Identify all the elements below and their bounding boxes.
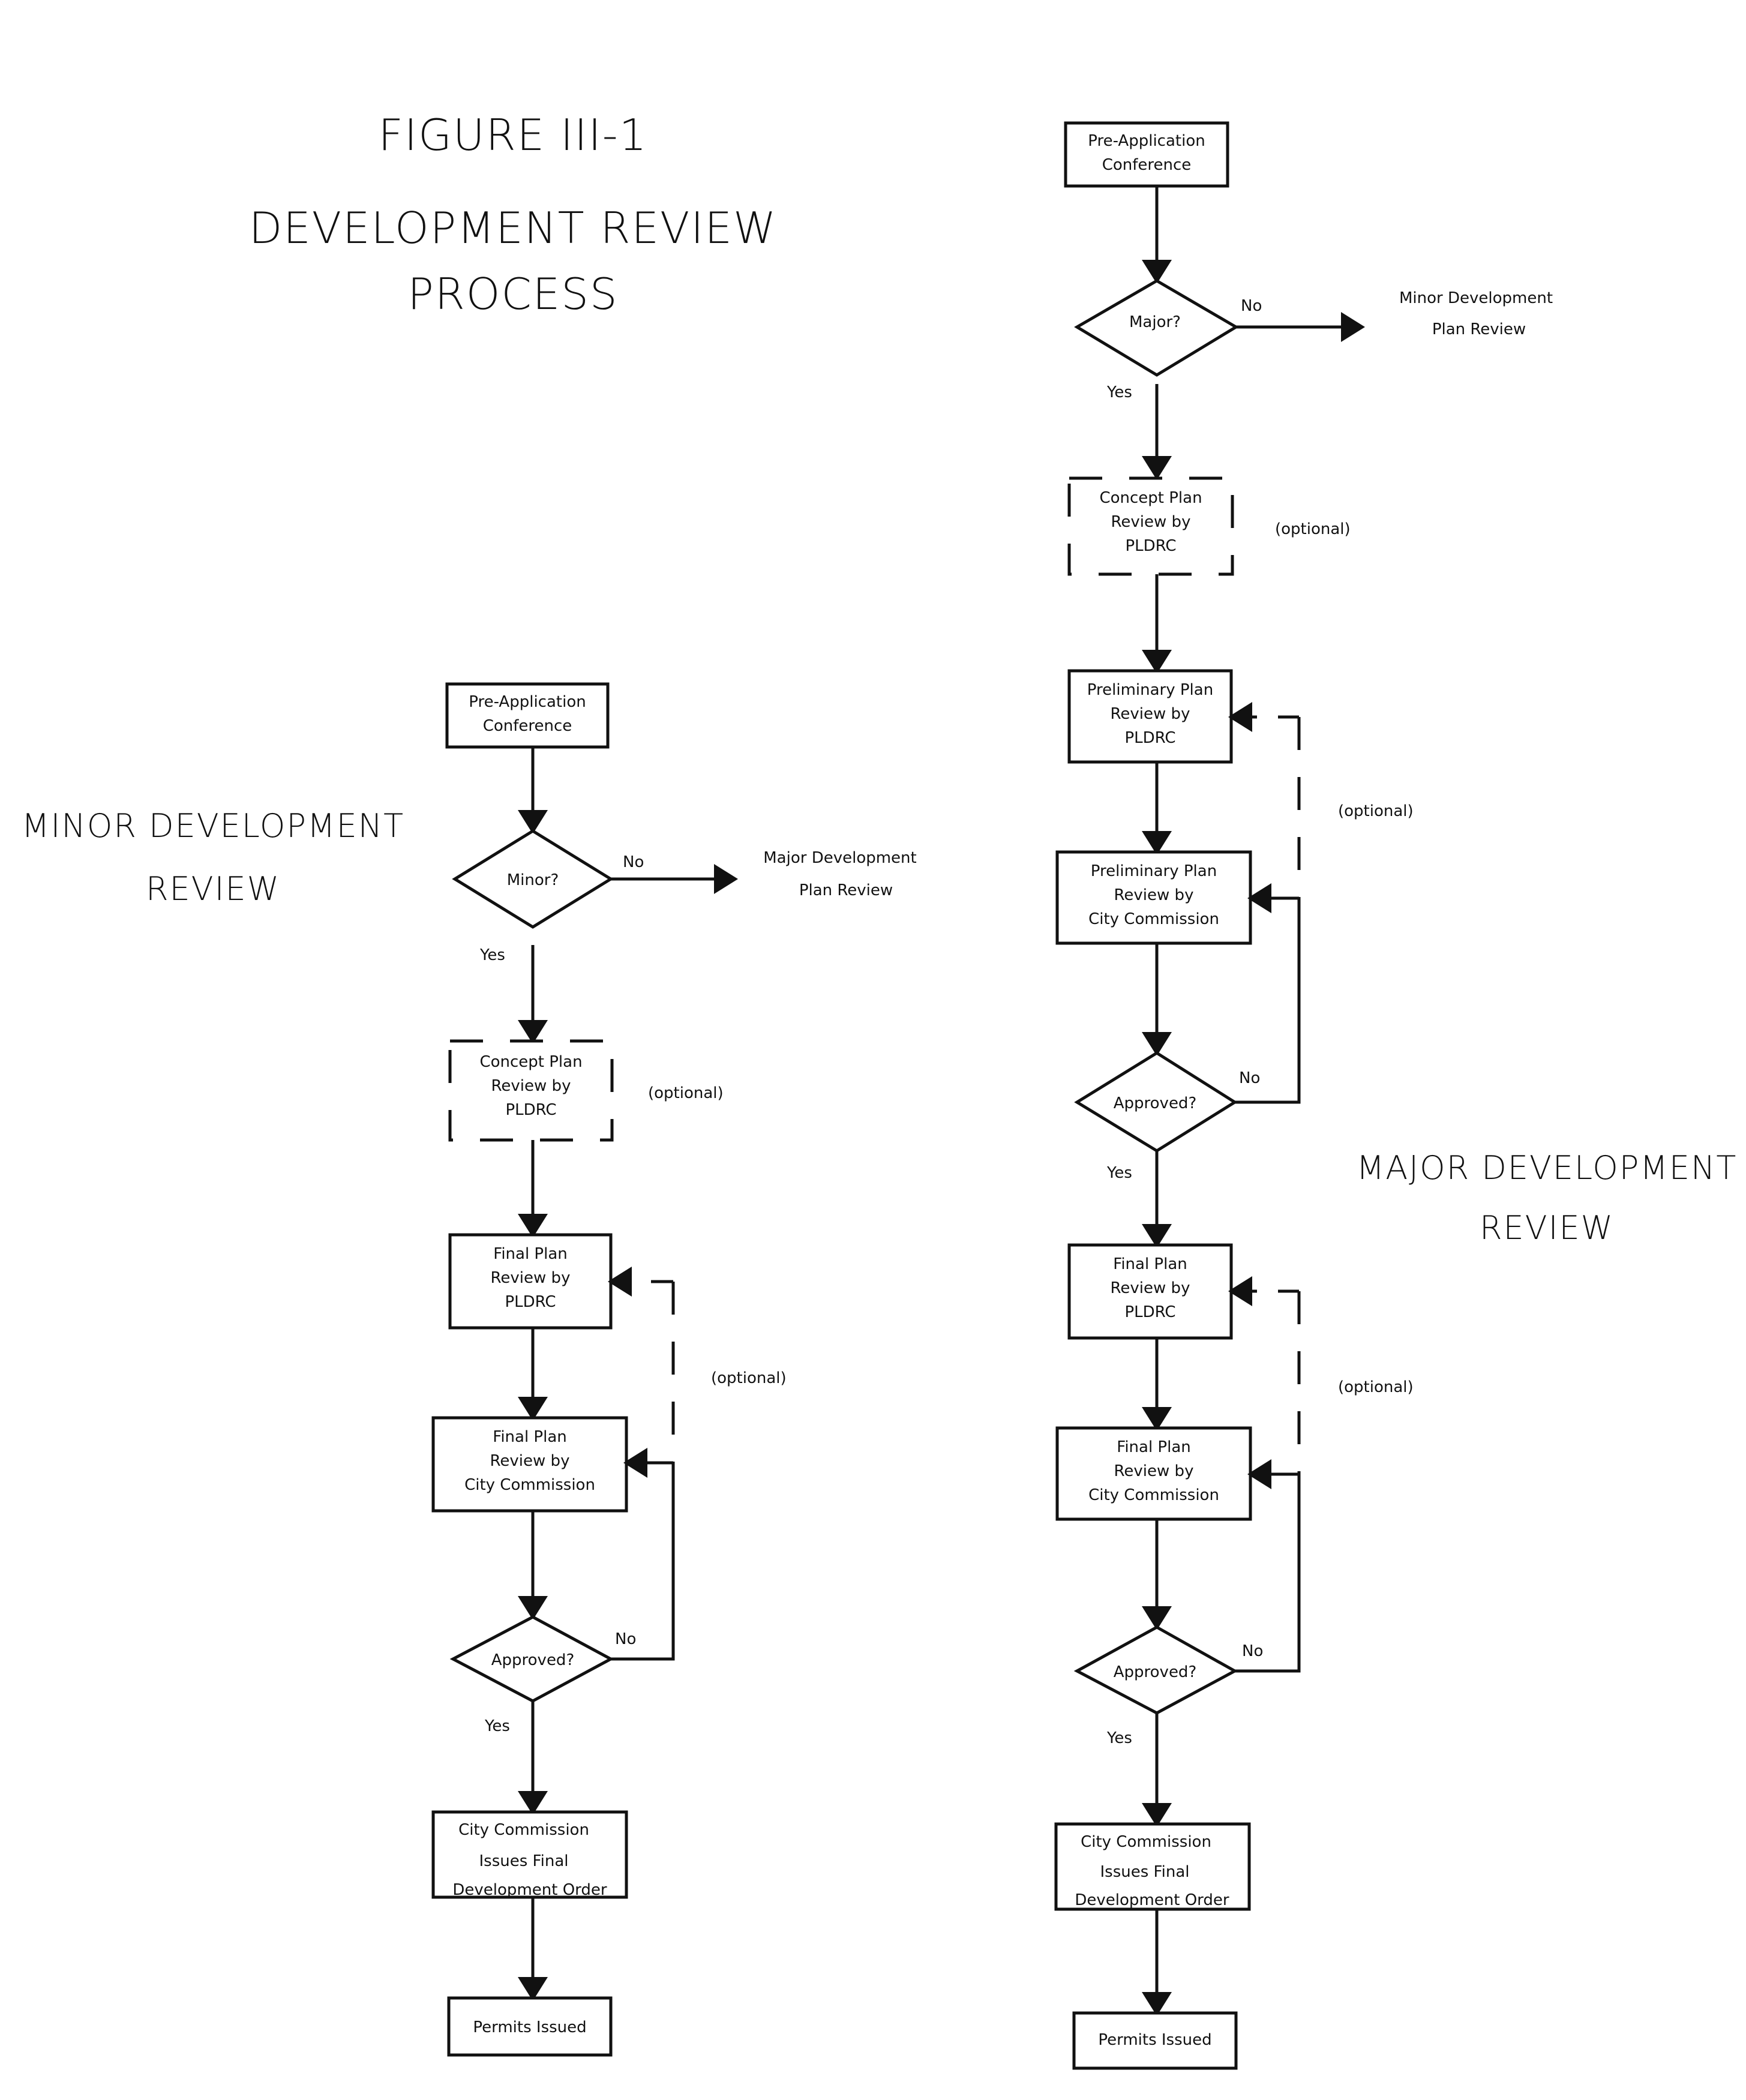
minor-label-no: No — [623, 853, 644, 871]
major-edge-approved1-no-loop — [1235, 898, 1301, 1104]
major-node-permits-label: Permits Issued — [1098, 2031, 1211, 2049]
major-node-permits — [1072, 2011, 1238, 2070]
major-label-optional-final-loop: (optional) — [1338, 1378, 1414, 1396]
minor-branch-target-line1: Major Development — [763, 849, 916, 867]
major-node-order-line1: City Commission — [1081, 1833, 1211, 1851]
minor-node-concept-plan — [448, 1039, 614, 1142]
minor-node-approved-label: Approved? — [491, 1651, 575, 1669]
figure-number: FIGURE III-1 — [378, 110, 647, 160]
major-node-concept-line2: Review by — [1111, 513, 1191, 531]
major-node-final-pldrc-line2: Review by — [1111, 1279, 1190, 1297]
major-node-decision-label: Major? — [1129, 313, 1181, 331]
major-label-no: No — [1241, 297, 1262, 315]
major-label-optional-prelim-loop: (optional) — [1338, 802, 1414, 820]
major-node-pre-application — [1064, 121, 1229, 188]
major-node-final-city — [1055, 1426, 1252, 1521]
major-node-prelim-pldrc-line2: Review by — [1111, 705, 1190, 723]
major-node-concept-line1: Concept Plan — [1099, 489, 1202, 507]
figure-title-line1: DEVELOPMENT REVIEW — [249, 203, 777, 253]
minor-label-approved-yes: Yes — [484, 1717, 510, 1735]
minor-node-order-line2: Issues Final — [479, 1852, 569, 1870]
minor-label-yes: Yes — [479, 946, 505, 964]
major-label-approved2-yes: Yes — [1106, 1729, 1132, 1747]
major-flow: Pre-Application Conference Major? No Min… — [1054, 121, 1553, 2070]
major-label-optional-concept: (optional) — [1275, 520, 1351, 538]
minor-branch-target-line2: Plan Review — [799, 881, 893, 899]
minor-node-pre-application-line1: Pre-Application — [469, 693, 586, 711]
minor-node-order-line1: City Commission — [458, 1821, 589, 1839]
major-node-final-pldrc-line1: Final Plan — [1113, 1255, 1187, 1273]
major-node-final-city-line3: City Commission — [1088, 1486, 1219, 1504]
minor-label-approved-no: No — [615, 1630, 636, 1648]
major-label-approved1-no: No — [1239, 1069, 1260, 1087]
major-node-prelim-city-line1: Preliminary Plan — [1091, 862, 1217, 880]
minor-node-permits — [447, 1996, 613, 2057]
minor-node-final-pldrc-line2: Review by — [491, 1269, 571, 1287]
major-node-prelim-pldrc — [1067, 669, 1233, 764]
major-branch-target-line1: Minor Development — [1399, 289, 1553, 307]
major-node-pre-application-line1: Pre-Application — [1088, 132, 1205, 150]
major-node-development-order — [1054, 1822, 1251, 1911]
minor-node-final-pldrc-line1: Final Plan — [493, 1245, 568, 1263]
major-label-approved2-no: No — [1242, 1642, 1263, 1660]
major-node-approved2-label: Approved? — [1114, 1663, 1197, 1681]
minor-section-label-line2: REVIEW — [146, 870, 280, 908]
major-node-concept-line3: PLDRC — [1125, 537, 1176, 555]
minor-node-concept-line3: PLDRC — [505, 1101, 556, 1119]
major-branch-target-line2: Plan Review — [1432, 320, 1526, 338]
major-label-yes: Yes — [1106, 383, 1132, 401]
major-node-prelim-city-line2: Review by — [1114, 886, 1194, 904]
minor-node-concept-line2: Review by — [491, 1077, 571, 1095]
major-node-approved1-label: Approved? — [1114, 1094, 1197, 1112]
major-node-prelim-pldrc-line1: Preliminary Plan — [1087, 681, 1213, 699]
minor-node-concept-line1: Concept Plan — [479, 1053, 582, 1071]
major-node-prelim-city — [1055, 850, 1252, 945]
minor-node-decision-label: Minor? — [507, 871, 559, 889]
major-node-concept-plan — [1067, 476, 1234, 576]
minor-label-optional-concept: (optional) — [648, 1084, 724, 1102]
minor-node-final-city — [431, 1416, 628, 1513]
minor-node-final-city-line2: Review by — [490, 1452, 570, 1470]
minor-node-final-city-line1: Final Plan — [493, 1428, 567, 1446]
major-node-order-line2: Issues Final — [1100, 1863, 1190, 1881]
minor-node-pre-application — [445, 682, 610, 749]
minor-label-optional-loop: (optional) — [711, 1369, 787, 1387]
figure-title-line2: PROCESS — [407, 269, 618, 319]
major-node-decision — [1074, 279, 1239, 377]
major-node-final-city-line1: Final Plan — [1117, 1438, 1191, 1456]
major-section-label-line2: REVIEW — [1480, 1209, 1614, 1247]
minor-node-final-pldrc-line3: PLDRC — [505, 1293, 556, 1311]
minor-flow: Pre-Application Conference Minor? No Maj… — [431, 682, 917, 2057]
major-section-label-line1: MAJOR DEVELOPMENT — [1357, 1149, 1738, 1187]
minor-node-development-order — [431, 1810, 628, 1899]
major-label-approved1-yes: Yes — [1106, 1164, 1132, 1182]
minor-node-decision — [452, 829, 614, 929]
major-node-prelim-city-line3: City Commission — [1088, 910, 1219, 928]
minor-node-permits-label: Permits Issued — [473, 2018, 586, 2036]
major-node-final-pldrc-line3: PLDRC — [1124, 1303, 1175, 1321]
major-node-prelim-pldrc-line3: PLDRC — [1124, 729, 1175, 747]
major-node-pre-application-line2: Conference — [1102, 156, 1192, 174]
major-node-order-line3: Development Order — [1075, 1891, 1229, 1909]
minor-node-final-city-line3: City Commission — [464, 1476, 595, 1494]
minor-node-order-line3: Development Order — [452, 1881, 607, 1899]
major-node-final-city-line2: Review by — [1114, 1462, 1194, 1480]
minor-section-label-line1: MINOR DEVELOPMENT — [22, 807, 404, 845]
minor-node-pre-application-line2: Conference — [483, 717, 572, 735]
minor-edge-approved-no-loop — [611, 1463, 675, 1661]
major-edge-approved2-no-loop — [1235, 1474, 1301, 1673]
